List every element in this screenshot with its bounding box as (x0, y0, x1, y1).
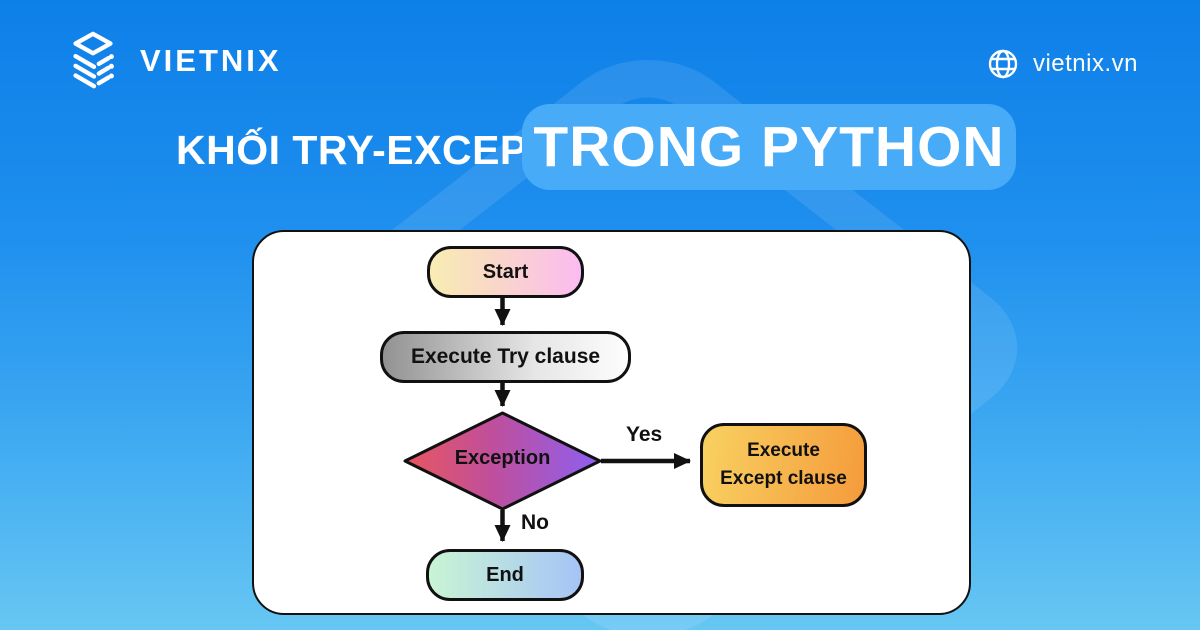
node-exception-label: Exception (454, 447, 551, 469)
node-execute-except: Execute Except clause (700, 423, 867, 507)
node-end-label: End (486, 563, 524, 586)
node-execute-except-line2: Except clause (720, 468, 847, 489)
title-prefix: KHỐI TRY-EXCEPT (176, 127, 554, 173)
node-execute-try-label: Execute Try clause (410, 345, 601, 368)
website-group: vietnix.vn (987, 48, 1138, 80)
node-execute-except-line1: Execute (747, 440, 820, 462)
node-start: Start (427, 246, 584, 298)
title-badge-label: TRONG PYTHON (533, 115, 1005, 179)
flowchart-card (252, 230, 971, 615)
node-execute-try: Execute Try clause (380, 331, 631, 383)
brand-logo-group: VIETNIX (62, 30, 282, 92)
no-edge-label: No (521, 511, 549, 534)
node-end: End (426, 549, 584, 601)
globe-icon (988, 49, 1018, 79)
website-url: vietnix.vn (1032, 50, 1138, 77)
vietnix-layers-logo-icon (73, 31, 114, 89)
yes-edge-label: Yes (626, 423, 663, 446)
node-start-label: Start (482, 260, 529, 283)
title-badge: TRONG PYTHON (522, 104, 1016, 190)
brand-name: VIETNIX (140, 43, 282, 78)
